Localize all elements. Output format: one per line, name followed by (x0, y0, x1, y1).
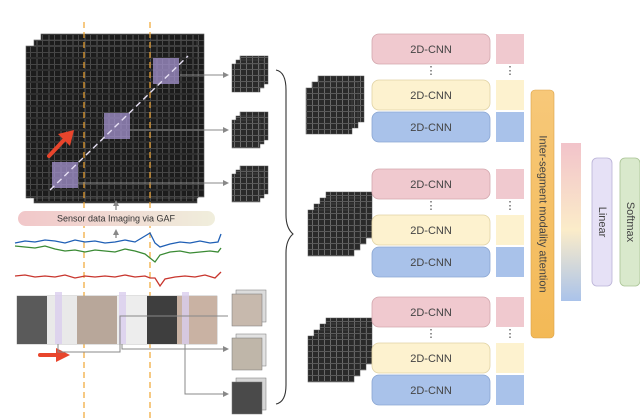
cnn-box-yellow (371, 79, 491, 111)
feature-yellow (496, 80, 524, 110)
video-crop-stack-2 (231, 333, 267, 371)
red-arrow-up-icon (47, 130, 74, 158)
video-crop-stack-3 (231, 377, 267, 415)
cnn-box-yellow (371, 342, 491, 374)
cnn-label: 2D-CNN (410, 122, 452, 134)
red-arrow-right-icon (38, 348, 70, 362)
gaf-crop-stack-3 (231, 165, 269, 203)
ellipsis-vertical: ⋮ (426, 65, 437, 77)
cnn-label: 2D-CNN (410, 225, 452, 237)
signal-green-line (14, 245, 222, 263)
ellipsis-vertical: ⋮ (426, 200, 437, 212)
signal-blue-line (14, 232, 222, 248)
gaf-crop-stack-1 (231, 55, 269, 93)
cnn-label: 2D-CNN (410, 385, 452, 397)
cnn-box-blue (371, 374, 491, 406)
segment-marker-2 (119, 292, 126, 344)
frame-region-hand (77, 296, 117, 344)
linear-label: Linear (596, 207, 608, 238)
cnn-group-1: 2D-CNN ⋮ ⋮ 2D-CNN 2D-CNN (371, 33, 524, 143)
frame-region-phone (147, 296, 177, 344)
gaf-label-bar: Sensor data Imaging via GAF (18, 211, 215, 226)
cnn-label: 2D-CNN (410, 90, 452, 102)
gaf-diagonal-dashed (49, 55, 189, 191)
cnn-label: 2D-CNN (410, 179, 452, 191)
video-frame-strip (16, 292, 218, 362)
feature-yellow (496, 343, 524, 373)
attention-block: Inter-segment modality attention (530, 89, 555, 339)
cnn-label: 2D-CNN (410, 307, 452, 319)
group-brace (275, 69, 294, 405)
feature-pink (496, 297, 524, 327)
cnn-box-pink (371, 33, 491, 65)
frame-region-dark-left (17, 296, 47, 344)
gaf-segment-arrows (78, 72, 229, 186)
cnn-box-blue (371, 246, 491, 278)
ellipsis-vertical: ⋮ (505, 200, 516, 212)
cnn-label: 2D-CNN (410, 44, 452, 56)
gaf-crop-stack-2 (231, 111, 269, 149)
segment-stack-1 (305, 75, 365, 135)
video-crop-stack-1 (231, 289, 267, 327)
feature-yellow (496, 215, 524, 245)
segment-marker-3 (182, 292, 189, 344)
softmax-label: Softmax (624, 202, 636, 243)
ellipsis-vertical: ⋮ (505, 328, 516, 340)
feature-blue (496, 375, 524, 405)
cnn-box-pink (371, 168, 491, 200)
cnn-group-3: 2D-CNN ⋮ ⋮ 2D-CNN 2D-CNN (371, 296, 524, 406)
softmax-block: Softmax (619, 157, 640, 287)
gaf-image-stack (25, 33, 205, 204)
linear-block: Linear (591, 157, 613, 287)
feature-pink (496, 169, 524, 199)
ellipsis-vertical: ⋮ (426, 328, 437, 340)
gaf-label-text: Sensor data Imaging via GAF (57, 213, 176, 223)
softmax-box (619, 157, 640, 287)
video-segment-arrows (57, 315, 229, 397)
segment-stack-2 (307, 191, 373, 257)
gaf-segment-highlight-1 (153, 58, 179, 84)
cnn-box-pink (371, 296, 491, 328)
linear-box (591, 157, 613, 287)
cnn-box-yellow (371, 214, 491, 246)
feature-blue (496, 112, 524, 142)
ellipsis-vertical: ⋮ (505, 65, 516, 77)
sensor-signals (14, 232, 222, 288)
feature-pink (496, 34, 524, 64)
fused-feature-bar (561, 143, 581, 301)
cnn-label: 2D-CNN (410, 257, 452, 269)
segment-stack-3 (307, 317, 373, 383)
attention-label: Inter-segment modality attention (537, 135, 549, 292)
cnn-group-2: 2D-CNN ⋮ ⋮ 2D-CNN 2D-CNN (371, 168, 524, 278)
attention-bar (530, 89, 555, 339)
segment-marker-1 (55, 292, 62, 344)
cnn-label: 2D-CNN (410, 353, 452, 365)
gaf-label-pill (18, 211, 215, 226)
cnn-box-blue (371, 111, 491, 143)
signal-red-line (14, 271, 222, 288)
feature-blue (496, 247, 524, 277)
